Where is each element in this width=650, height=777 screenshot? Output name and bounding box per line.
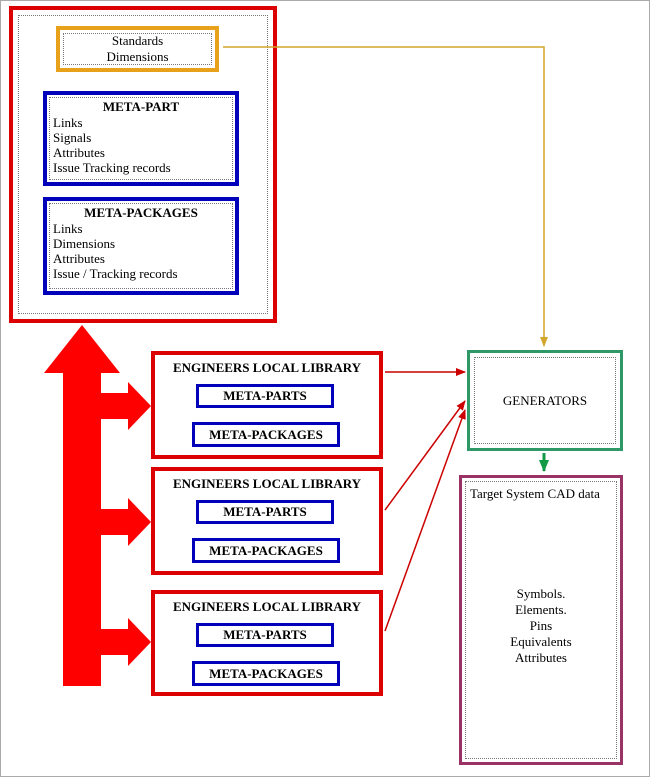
standards-box: Standards Dimensions [56,26,219,72]
local-library-title: ENGINEERS LOCAL LIBRARY [172,599,362,614]
target-cad-item: Symbols. [516,586,566,601]
bulk-arrow-shaft [63,370,101,686]
bulk-branch-shaft-3 [101,629,128,655]
bulk-branch-shaft-1 [101,393,128,419]
meta-packages-item: Links [53,221,83,236]
meta-part-item: Attributes [53,145,105,160]
bulk-branch-head-3 [128,618,151,666]
generators-box: GENERATORS [467,350,623,451]
meta-parts-box: META-PARTS [196,500,334,524]
meta-packages-item: Issue / Tracking records [53,266,178,281]
meta-packages-item: Dimensions [53,236,116,251]
bulk-arrow-head-up [44,325,120,373]
bulk-load-arrow [44,325,151,686]
meta-packages-box: META-PACKAGES [192,422,340,447]
meta-part-item: Links [53,115,83,130]
flow-arrow-library2-to-generators [384,400,466,511]
meta-packages-box: META-PACKAGES [192,538,340,563]
target-cad-title: Target System CAD data [470,486,600,501]
bulk-branch-head-2 [128,498,151,546]
target-cad-item: Elements. [515,602,567,617]
target-cad-item: Pins [529,618,553,633]
meta-part-item: Signals [53,130,92,145]
meta-packages-box: META-PACKAGES [192,661,340,686]
meta-packages-box: META-PACKAGES Links Dimensions Attribute… [43,197,239,295]
meta-parts-box: META-PARTS [196,384,334,408]
bulk-branch-head-1 [128,382,151,430]
meta-packages-title: META-PACKAGES [84,205,198,220]
meta-part-item: Issue Tracking records [53,160,171,175]
target-cad-item: Attributes [515,650,567,665]
target-cad-items: Symbols. Elements. Pins Equivalents Attr… [462,586,620,666]
meta-packages-item: Attributes [53,251,105,266]
flow-arrow-library3-to-generators [384,409,466,632]
standards-line2: Dimensions [106,49,169,64]
meta-part-box: META-PART Links Signals Attributes Issue… [43,91,239,186]
local-library-title: ENGINEERS LOCAL LIBRARY [172,476,362,491]
target-cad-item: Equivalents [510,634,572,649]
generators-label: GENERATORS [502,392,588,408]
local-library-title: ENGINEERS LOCAL LIBRARY [172,360,362,375]
meta-part-title: META-PART [102,99,180,114]
local-library-box-2: ENGINEERS LOCAL LIBRARY META-PARTS META-… [151,467,383,575]
local-library-box-1: ENGINEERS LOCAL LIBRARY META-PARTS META-… [151,351,383,459]
master-library-box: Standards Dimensions META-PART Links Sig… [9,6,277,323]
bulk-branch-shaft-2 [101,509,128,535]
meta-parts-box: META-PARTS [196,623,334,647]
local-library-box-3: ENGINEERS LOCAL LIBRARY META-PARTS META-… [151,590,383,696]
standards-line1: Standards [111,33,164,48]
target-cad-box: Target System CAD data Symbols. Elements… [459,475,623,765]
